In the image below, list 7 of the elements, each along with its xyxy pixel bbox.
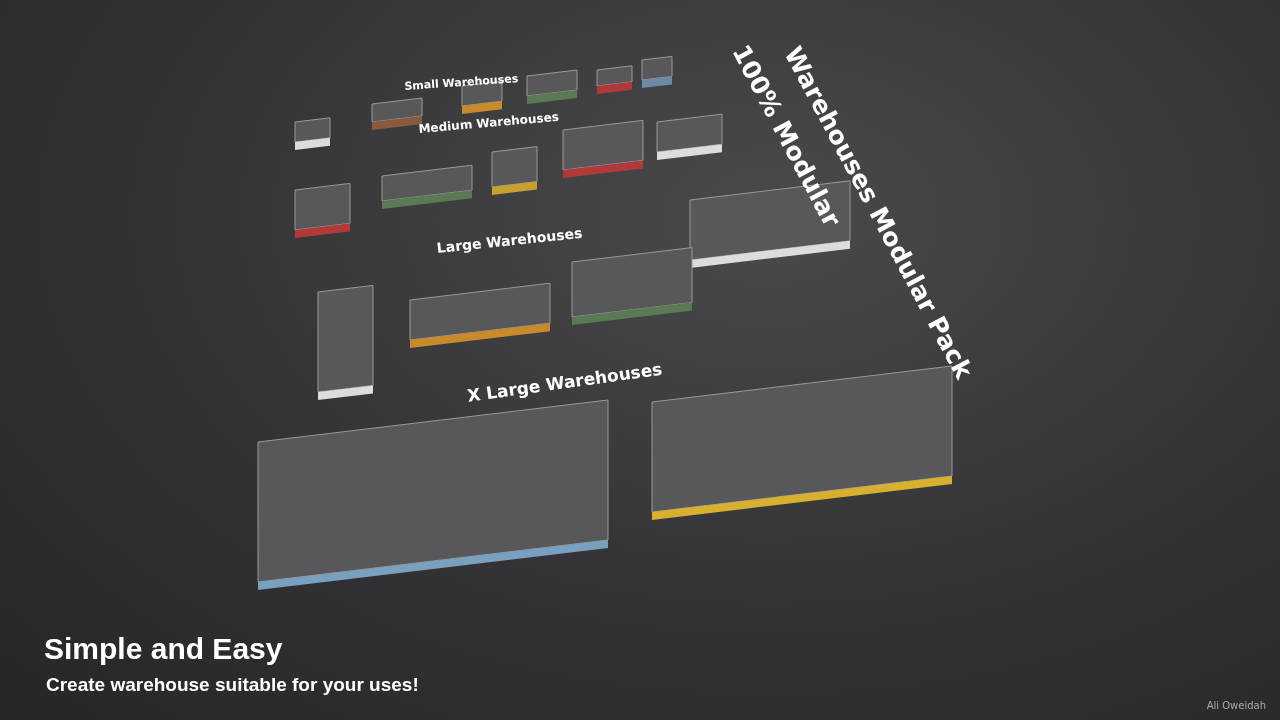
signature: Ali Oweidah bbox=[1206, 700, 1266, 711]
category-label: X Large Warehouses bbox=[466, 358, 664, 406]
category-label: Small Warehouses bbox=[404, 72, 519, 93]
subheading: Create warehouse suitable for your uses! bbox=[46, 674, 419, 696]
heading: Simple and Easy bbox=[44, 632, 283, 666]
category-label: Large Warehouses bbox=[436, 224, 584, 256]
category-label: Medium Warehouses bbox=[418, 109, 560, 136]
